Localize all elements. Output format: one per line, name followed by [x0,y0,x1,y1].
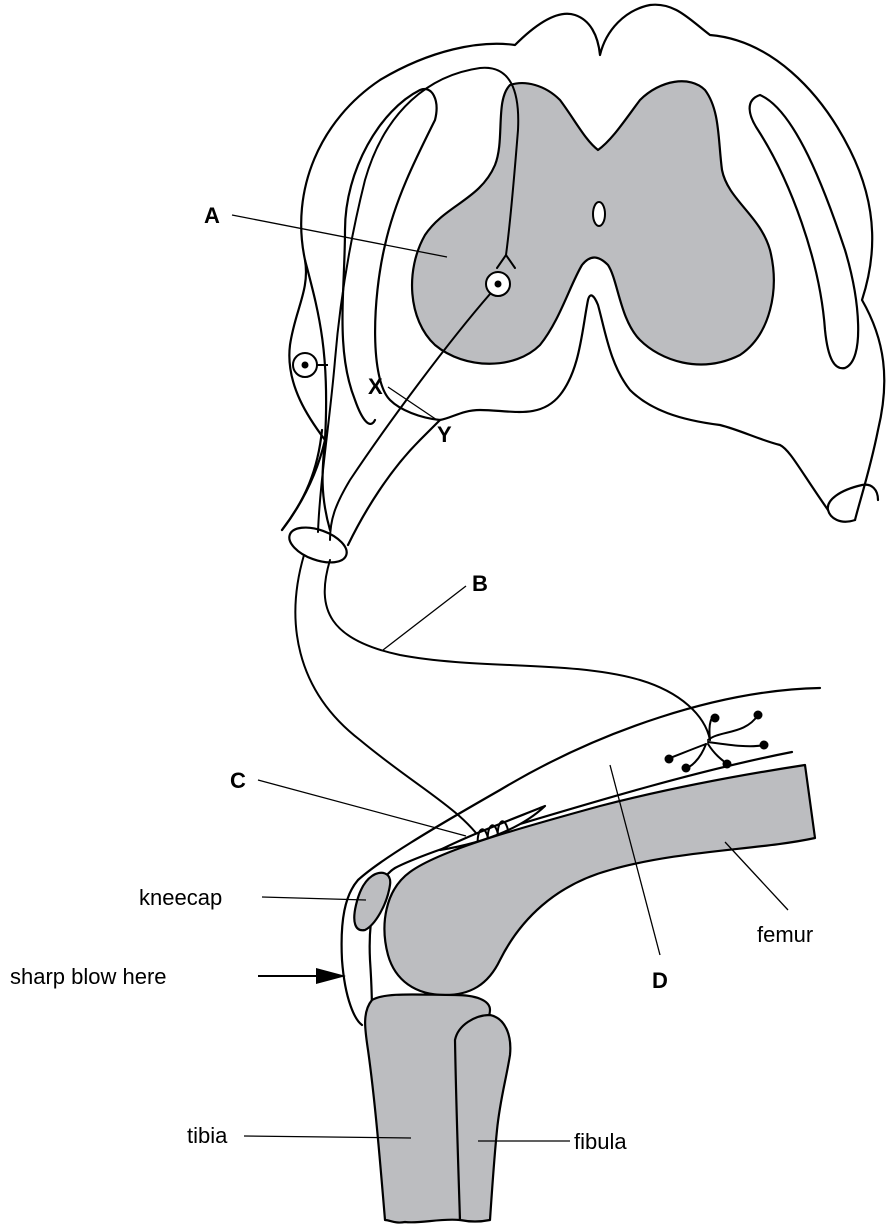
dorsal-root [305,260,326,440]
sensory-cell-body [293,353,328,377]
spinal-cord-outline [282,5,884,530]
label-sharp-blow: sharp blow here [10,964,167,989]
leader-B [383,586,466,650]
label-C: C [230,768,246,793]
nerve-root-tube-inner [348,420,440,545]
label-A: A [204,203,220,228]
fibula-bone [455,1015,510,1222]
motor-end-plates [665,711,769,773]
label-X: X [368,374,383,399]
motor-cell-body [486,272,510,296]
leader-kneecap [262,897,366,900]
central-canal [593,202,605,226]
sharp-blow-arrow [258,968,346,984]
label-tibia: tibia [187,1123,228,1148]
label-Y: Y [437,422,452,447]
leader-femur [725,842,788,910]
leader-A [232,215,447,257]
inner-tube-line [323,440,330,530]
leader-C [258,780,466,836]
nerve-root-tube-outer [282,430,322,530]
nerve-fibre-to-spindle [295,555,488,850]
label-D: D [652,968,668,993]
label-fibula: fibula [574,1129,627,1154]
spinal-cord [282,5,884,570]
label-femur: femur [757,922,813,947]
spinal-cord-right-root [828,485,878,522]
label-B: B [472,571,488,596]
label-kneecap: kneecap [139,885,222,910]
nerve-fibre-to-muscle [325,560,710,740]
